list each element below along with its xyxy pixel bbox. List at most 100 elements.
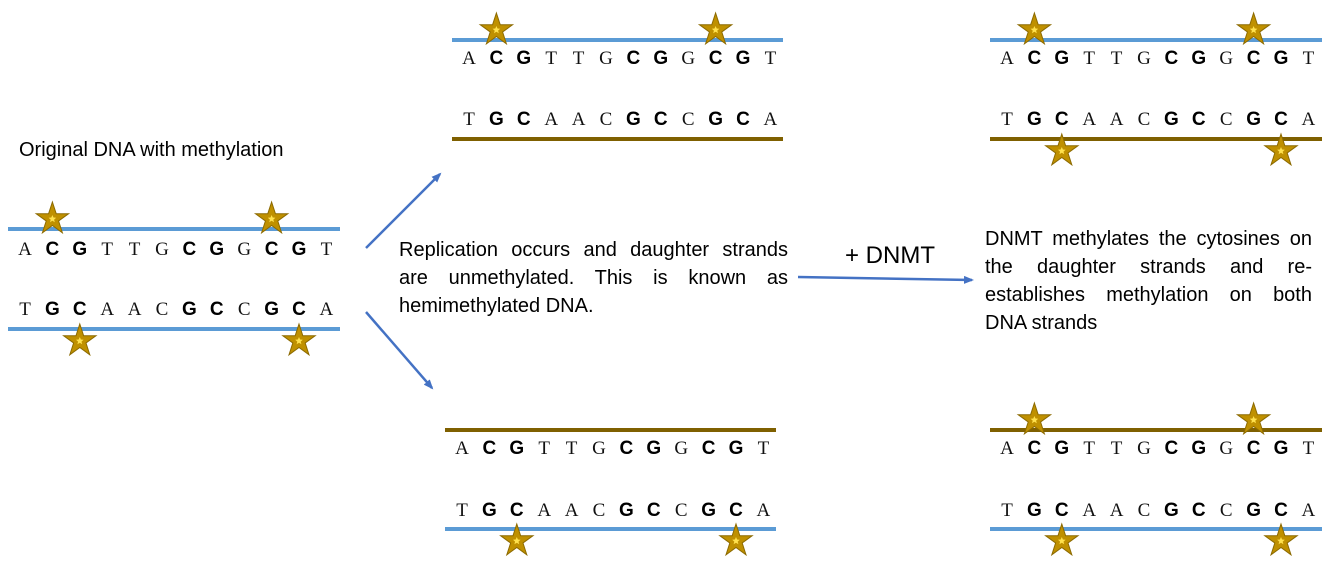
nucleotide: G — [45, 299, 60, 320]
nucleotide: A — [544, 109, 559, 130]
nucleotide: G — [619, 500, 634, 521]
hemi-lower-bottom-methyl-mark — [499, 522, 535, 557]
nucleotide: A — [127, 299, 142, 320]
nucleotide: C — [182, 239, 197, 260]
full-lower-top-methyl-mark — [1235, 401, 1272, 436]
nucleotide: C — [264, 239, 279, 260]
star-highlight — [513, 537, 521, 545]
nucleotide: G — [1191, 438, 1207, 459]
nucleotide: A — [763, 109, 778, 130]
nucleotide: C — [708, 48, 723, 69]
nucleotide: G — [72, 239, 88, 260]
star-highlight — [1030, 416, 1039, 424]
nucleotide: C — [1219, 500, 1233, 521]
nucleotide: T — [1302, 438, 1315, 459]
nucleotide: T — [101, 239, 113, 260]
nucleotide: G — [708, 109, 723, 130]
nucleotide: G — [1191, 48, 1207, 69]
nucleotide: C — [1054, 500, 1069, 521]
star-highlight — [1058, 537, 1066, 545]
nucleotide: T — [320, 239, 333, 260]
nucleotide: G — [599, 48, 613, 69]
nucleotide: C — [209, 299, 224, 320]
nucleotide: C — [646, 500, 661, 521]
nucleotide: T — [128, 239, 141, 260]
nucleotide: C — [72, 299, 87, 320]
nucleotide: A — [756, 500, 771, 521]
nucleotide: A — [319, 299, 334, 320]
nucleotide: G — [1137, 438, 1151, 459]
star-highlight — [1249, 416, 1258, 424]
nucleotide: G — [1273, 438, 1289, 459]
nucleotide: C — [626, 48, 641, 69]
original-top-methyl-mark — [253, 200, 290, 235]
original-top-methyl-mark — [34, 200, 71, 235]
nucleotide: G — [482, 500, 497, 521]
nucleotide: C — [1274, 500, 1288, 521]
hemi-upper-top-methyl-mark — [478, 11, 515, 46]
nucleotide: G — [1027, 109, 1042, 130]
nucleotide: G — [674, 438, 689, 459]
nucleotide: T — [572, 48, 585, 69]
nucleotide: C — [1054, 109, 1069, 130]
nucleotide: C — [599, 109, 613, 130]
nucleotide: T — [538, 438, 550, 459]
nucleotide: C — [1027, 438, 1042, 459]
nucleotide: T — [1110, 438, 1123, 459]
star-highlight — [267, 215, 276, 223]
nucleotide: G — [237, 239, 252, 260]
nucleotide: G — [1219, 48, 1234, 69]
star-highlight — [1058, 147, 1066, 155]
nucleotide: G — [728, 438, 744, 459]
nucleotide: G — [264, 299, 279, 320]
replication-arrow-down — [365, 311, 434, 390]
nucleotide: C — [674, 500, 688, 521]
full-lower-top-methyl-mark — [1016, 401, 1053, 436]
star-highlight — [732, 537, 740, 545]
star-highlight — [1030, 26, 1039, 34]
nucleotide: G — [1054, 48, 1070, 69]
nucleotide: G — [592, 438, 606, 459]
replication-arrow-up — [365, 172, 442, 249]
star-highlight — [1249, 26, 1258, 34]
original-bottom-methyl-mark — [62, 322, 98, 357]
nucleotide: G — [1027, 500, 1042, 521]
nucleotide: G — [155, 239, 169, 260]
nucleotide: C — [516, 109, 531, 130]
nucleotide: G — [681, 48, 696, 69]
full-lower-bottom-methyl-mark — [1263, 522, 1299, 557]
nucleotide: A — [564, 500, 579, 521]
nucleotide: G — [626, 109, 641, 130]
nucleotide: C — [681, 109, 695, 130]
replication-description: Replication occurs and daughter strands … — [399, 239, 788, 317]
nucleotide: C — [1027, 48, 1042, 69]
full-upper-top-methyl-mark — [1016, 11, 1053, 46]
nucleotide: T — [764, 48, 777, 69]
star-highlight — [1277, 537, 1285, 545]
nucleotide: C — [1137, 500, 1151, 521]
hemi-upper-top-methyl-mark — [697, 11, 734, 46]
nucleotide: C — [729, 500, 743, 521]
nucleotide: T — [19, 299, 31, 320]
nucleotide: C — [653, 109, 668, 130]
nucleotide: C — [1191, 500, 1206, 521]
full-upper-bottom-methyl-mark — [1263, 132, 1299, 167]
hemi-lower-bottom-methyl-mark — [718, 522, 754, 557]
nucleotide: G — [182, 299, 197, 320]
nucleotide: A — [537, 500, 552, 521]
nucleotide: G — [1246, 500, 1261, 521]
nucleotide: G — [653, 48, 669, 69]
nucleotide: G — [1219, 438, 1234, 459]
nucleotide: C — [45, 239, 60, 260]
nucleotide: A — [462, 48, 476, 69]
nucleotide: C — [1164, 438, 1179, 459]
nucleotide: G — [1054, 438, 1070, 459]
nucleotide: A — [1301, 109, 1316, 130]
nucleotide: A — [18, 239, 32, 260]
nucleotide: G — [735, 48, 751, 69]
nucleotide: G — [1137, 48, 1151, 69]
